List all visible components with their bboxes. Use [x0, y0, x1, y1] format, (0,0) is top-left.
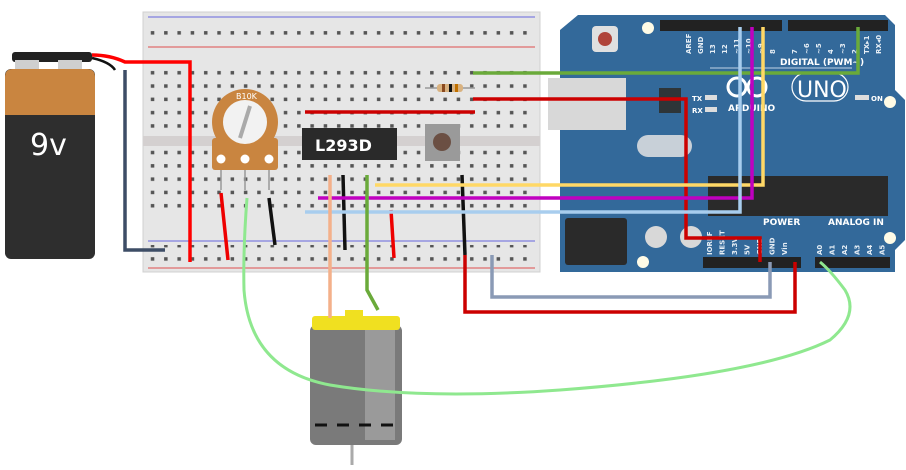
capacitor: [645, 226, 667, 248]
power-header: [703, 257, 801, 268]
digital-header-left: [660, 20, 782, 31]
digital-header-right: [788, 20, 888, 31]
analog-label: ANALOG IN: [828, 218, 884, 228]
potentiometer[interactable]: B10K: [212, 89, 278, 190]
dc-motor: [310, 310, 402, 465]
pin-label: 7: [791, 49, 799, 54]
pin-label: ~9: [757, 43, 765, 54]
pin-label: 5V: [744, 244, 752, 255]
chip-power-wire[interactable]: [389, 209, 396, 259]
pin-label: ~6: [803, 43, 811, 54]
pin-label: A5: [879, 245, 887, 255]
green-signal-wire[interactable]: [473, 27, 860, 75]
pin-label: ~5: [815, 43, 823, 54]
knob-indicator: [238, 105, 252, 139]
pin-label: 2: [851, 49, 859, 54]
pin-label: A3: [854, 245, 862, 255]
ground-wire[interactable]: [490, 255, 772, 299]
pin-label: ~10: [745, 38, 753, 54]
mounting-hole: [884, 96, 896, 108]
mounting-hole: [642, 22, 654, 34]
rx-led: [705, 107, 717, 112]
power-jack: [565, 218, 627, 265]
mounting-hole: [884, 232, 896, 244]
crystal: [637, 135, 692, 157]
atmega-chip: [708, 176, 888, 216]
pin-label: RX◂0: [875, 35, 883, 54]
power-label: POWER: [763, 218, 800, 228]
battery-negative-wire[interactable]: [123, 70, 165, 252]
motor-wire-2[interactable]: [365, 175, 380, 311]
analog-header: [815, 257, 890, 268]
pin-label: AREF: [685, 33, 693, 54]
usb-port: [548, 78, 626, 130]
pin-label: A2: [841, 245, 849, 255]
battery-9v: 9v: [5, 52, 95, 259]
battery-negative-lead: [91, 56, 117, 71]
pin-label: RESET: [719, 230, 727, 255]
battery-label: 9v: [30, 128, 67, 163]
pin-label: 13: [709, 44, 717, 54]
pot-label: B10K: [236, 92, 258, 101]
model-label: UNO: [797, 78, 847, 103]
push-button[interactable]: [425, 124, 460, 161]
vin-wire[interactable]: [463, 255, 797, 314]
arduino-uno-board: AREF GND 13 12 ~11 ~10 ~9 8 7 ~6 ~5 4 ~3 2 TX▸1 RX◂0 I…: [548, 15, 905, 272]
l293d-chip: L293D: [302, 128, 397, 160]
battery-positive-wire[interactable]: [91, 53, 192, 262]
pin-label: GND: [769, 237, 777, 255]
pin-label: 4: [827, 49, 835, 54]
pin-label: GND: [697, 36, 705, 54]
arduino-logo: [726, 76, 768, 98]
5v-wire[interactable]: [473, 97, 762, 262]
pin-label: 8: [769, 49, 777, 54]
pin-label: 3.3V: [731, 237, 739, 255]
pin-label: A1: [829, 245, 837, 255]
magenta-signal-wire[interactable]: [318, 27, 754, 200]
reset-button-cap[interactable]: [598, 32, 612, 46]
button-ground-wire[interactable]: [460, 174, 467, 256]
rx-led-label: RX: [692, 107, 703, 115]
pin-label: ~3: [839, 43, 847, 54]
pin-label: A0: [816, 245, 824, 255]
pin-label: A4: [866, 245, 874, 255]
pin-label: ~11: [733, 38, 741, 54]
tx-led: [705, 95, 717, 100]
mounting-hole: [637, 256, 649, 268]
chip-label: L293D: [315, 136, 372, 155]
pot-red-wire[interactable]: [219, 192, 230, 261]
lightblue-signal-wire[interactable]: [305, 27, 742, 214]
pot-to-a0-wire[interactable]: [242, 197, 852, 396]
resistor: [425, 84, 475, 92]
on-led: [855, 95, 869, 100]
pin-label: IOREF: [706, 231, 714, 255]
yellow-signal-wire[interactable]: [375, 27, 765, 187]
pin-label: TX▸1: [863, 35, 871, 54]
digital-label: DIGITAL (PWM~): [780, 58, 864, 68]
on-led-label: ON: [871, 95, 883, 103]
tx-led-label: TX: [692, 95, 703, 103]
pin-label: Vin: [781, 242, 789, 255]
pin-label: 12: [721, 44, 729, 54]
pot-black-wire[interactable]: [267, 197, 277, 246]
